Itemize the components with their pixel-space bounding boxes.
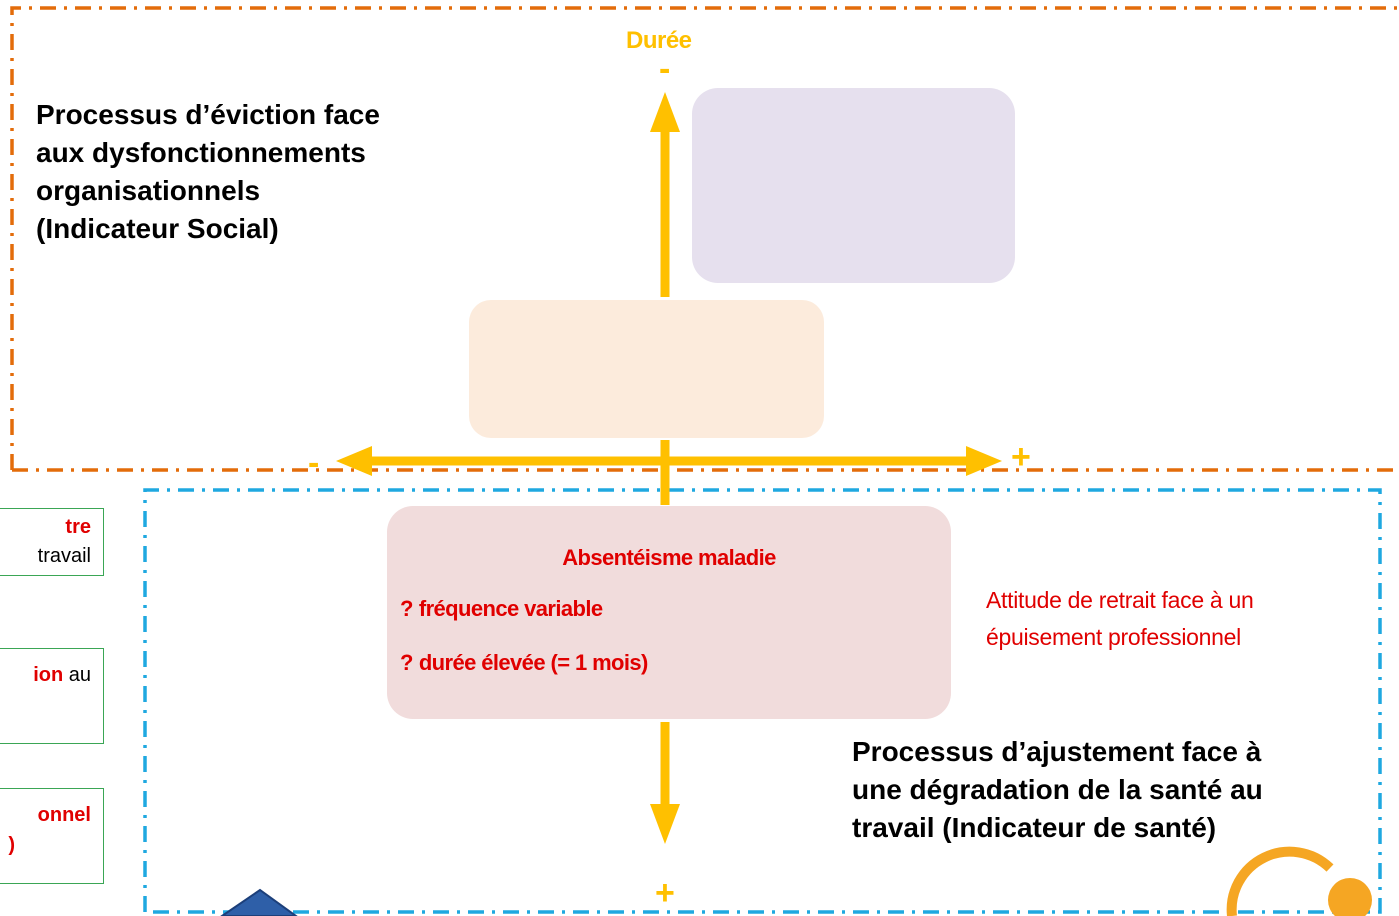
- lower-title-line-2: une dégradation de la santé au: [852, 774, 1263, 806]
- side-box-2-red: ion: [33, 664, 64, 686]
- peach-box: [469, 300, 824, 438]
- side-box-1: tre travail: [0, 508, 104, 576]
- logo-fragment-right: [1226, 846, 1334, 916]
- lower-title-line-3: travail (Indicateur de santé): [852, 812, 1217, 844]
- top-minus-sign: -: [659, 50, 671, 88]
- lower-title-line-1: Processus d’ajustement face à: [852, 736, 1262, 767]
- upper-title-line-2: aux dysfonctionnements: [36, 137, 366, 169]
- bullet-duration: ?durée élevée (= 1 mois): [400, 650, 648, 676]
- vertical-axis-label: Durée: [626, 27, 692, 54]
- right-plus-sign: +: [1011, 438, 1031, 476]
- upper-title-line-3: organisationnels: [36, 175, 261, 207]
- side-box-1-black: travail: [37, 545, 91, 567]
- side-box-2-black: au: [63, 664, 91, 686]
- side-box-3-red2: ): [8, 834, 15, 856]
- note-line-2: épuisement professionnel: [986, 623, 1241, 650]
- upper-zone-title: Processus d’éviction face aux dysfonctio…: [36, 96, 380, 248]
- upper-zone-frame: [10, 6, 1399, 472]
- sick-leave-box: [387, 506, 951, 719]
- logo-badge-right: [1328, 878, 1372, 916]
- left-minus-sign: -: [308, 444, 320, 482]
- withdrawal-note: Attitude de retrait face à un épuisement…: [986, 582, 1254, 656]
- bullet-frequency: ?fréquence variable: [400, 596, 603, 622]
- bullet-symbol: ?: [400, 650, 413, 675]
- upper-title-line-1: Processus d’éviction face: [36, 99, 380, 130]
- up-arrowhead: [650, 92, 680, 132]
- side-box-1-red: tre: [65, 516, 91, 538]
- right-arrowhead: [966, 446, 1002, 476]
- bullet-frequency-text: fréquence variable: [418, 596, 603, 621]
- lavender-box: [692, 88, 1015, 283]
- left-arrowhead: [336, 446, 372, 476]
- lower-zone-title: Processus d’ajustement face à une dégrad…: [852, 733, 1263, 847]
- bullet-symbol: ?: [400, 596, 413, 621]
- sick-leave-title: Absentéisme maladie: [562, 545, 776, 570]
- side-box-2-line: ion au: [33, 661, 91, 690]
- side-box-3: onnel ): [0, 788, 104, 884]
- logo-fragment-left: [220, 888, 298, 916]
- down-arrowhead: [650, 804, 680, 844]
- note-line-1: Attitude de retrait face à un: [986, 587, 1254, 613]
- bullet-duration-text: durée élevée (= 1 mois): [418, 650, 649, 675]
- side-box-2: ion au: [0, 648, 104, 744]
- upper-title-line-4: (Indicateur Social): [36, 213, 279, 245]
- bottom-plus-sign: +: [655, 874, 675, 912]
- side-box-3-red: onnel: [37, 804, 91, 826]
- lower-zone-frame: [143, 488, 1382, 914]
